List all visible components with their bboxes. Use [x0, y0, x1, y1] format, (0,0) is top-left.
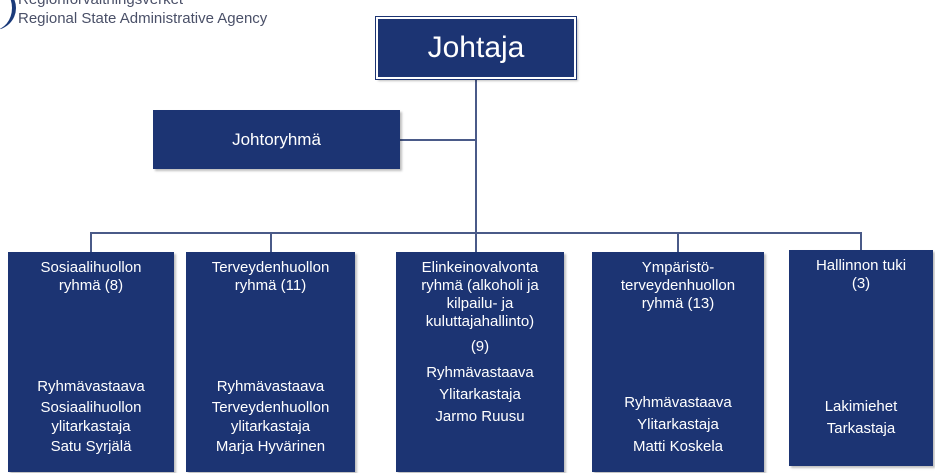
unit-title-line: Sosiaalihuollon: [40, 259, 142, 276]
unit-title-line: Ympäristö-: [641, 259, 715, 276]
unit-title: Hallinnon tuki (3): [814, 257, 908, 293]
agency-logo-mark: [0, 0, 16, 30]
unit-title-line: kuluttajahallinto): [425, 313, 535, 330]
unit-title: Sosiaalihuollon ryhmä (8): [39, 259, 144, 295]
connector-unit-1: [90, 232, 92, 252]
unit-staff: Lakimiehet Tarkastaja: [825, 396, 898, 440]
director-label: Johtaja: [427, 31, 525, 64]
unit-title-line: ryhmä (alkoholi ja: [421, 277, 539, 294]
unit-box-environmental-health: Ympäristö- terveydenhuollon ryhmä (13) R…: [592, 252, 764, 472]
unit-staff-person: Jarmo Ruusu: [435, 408, 525, 425]
unit-staff-title: ylitarkastaja: [230, 418, 311, 435]
unit-staff: Ryhmävastaava Sosiaalihuollon ylitarkast…: [37, 376, 145, 458]
unit-title-line: terveydenhuollon: [620, 277, 736, 294]
unit-title: Elinkeinovalvonta ryhmä (alkoholi ja kil…: [419, 259, 541, 356]
unit-box-health-care: Terveydenhuollon ryhmä (11) Ryhmävastaav…: [186, 252, 355, 472]
connector-unit-3: [475, 232, 477, 252]
unit-staff-role: Ryhmävastaava: [216, 378, 325, 395]
unit-staff-person: Matti Koskela: [632, 438, 724, 455]
unit-title: Ympäristö- terveydenhuollon ryhmä (13): [619, 259, 737, 313]
unit-staff: Ryhmävastaava Terveydenhuollon ylitarkas…: [212, 376, 330, 458]
unit-title-line: ryhmä (13): [641, 295, 715, 312]
unit-title-line: (9): [470, 338, 490, 355]
unit-staff-role: Ryhmävastaava: [37, 378, 145, 395]
unit-staff-title: ylitarkastaja: [51, 418, 131, 435]
unit-staff-title: Tarkastaja: [826, 420, 896, 437]
management-group-box: Johtoryhmä: [153, 110, 400, 169]
management-group-label: Johtoryhmä: [232, 129, 321, 149]
unit-staff-title: Ylitarkastaja: [637, 416, 719, 433]
unit-staff-role: Ryhmävastaava: [426, 364, 534, 381]
unit-box-social-welfare: Sosiaalihuollon ryhmä (8) Ryhmävastaava …: [8, 252, 174, 472]
unit-title-line: (3): [851, 275, 871, 292]
unit-staff-title: Ylitarkastaja: [439, 386, 521, 403]
director-box: Johtaja: [375, 16, 577, 80]
agency-name-swedish: Regionförvaltningsverket: [18, 0, 183, 8]
connector-management: [400, 139, 476, 141]
unit-staff: Ryhmävastaava Ylitarkastaja Jarmo Ruusu: [426, 362, 534, 428]
agency-name-english: Regional State Administrative Agency: [18, 10, 268, 27]
connector-unit-5: [860, 232, 862, 250]
unit-staff-title: Terveydenhuollon: [211, 399, 330, 416]
unit-title-line: Terveydenhuollon: [211, 259, 330, 276]
unit-staff-person: Satu Syrjälä: [50, 438, 132, 455]
unit-title-line: ryhmä (11): [234, 277, 307, 294]
unit-staff: Ryhmävastaava Ylitarkastaja Matti Koskel…: [624, 392, 732, 458]
unit-staff-person: Marja Hyvärinen: [215, 438, 326, 455]
unit-title-line: kilpailu- ja: [446, 295, 514, 312]
unit-title-line: Elinkeinovalvonta: [421, 259, 539, 276]
connector-director-trunk: [475, 79, 477, 233]
unit-title-line: ryhmä (8): [58, 277, 124, 294]
connector-unit-4: [677, 232, 679, 252]
connector-unit-2: [270, 232, 272, 252]
unit-box-business-supervision: Elinkeinovalvonta ryhmä (alkoholi ja kil…: [396, 252, 564, 472]
unit-staff-title: Sosiaalihuollon: [40, 399, 142, 416]
unit-title: Terveydenhuollon ryhmä (11): [210, 259, 332, 295]
unit-staff-role: Ryhmävastaava: [624, 394, 732, 411]
unit-title-line: Hallinnon tuki: [815, 257, 907, 274]
unit-staff-role: Lakimiehet: [824, 398, 898, 415]
unit-box-administrative-support: Hallinnon tuki (3) Lakimiehet Tarkastaja: [789, 250, 933, 466]
